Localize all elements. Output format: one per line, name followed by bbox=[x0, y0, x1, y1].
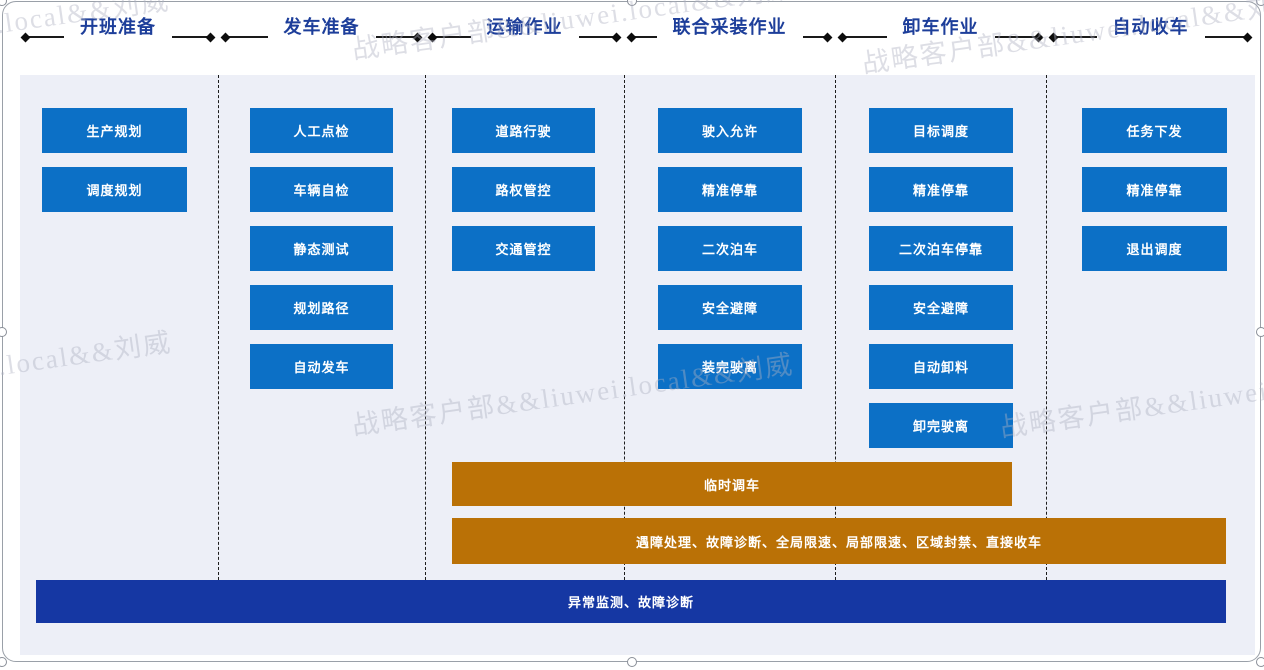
phase-title: 卸车作业 bbox=[902, 17, 979, 37]
temporary-dispatch-bar[interactable]: 临时调车 bbox=[452, 462, 1012, 506]
header-line bbox=[1057, 36, 1097, 38]
phase-header-shift-prep[interactable]: 开班准备 bbox=[18, 8, 218, 50]
phase-title: 运输作业 bbox=[486, 17, 563, 37]
diamond-icon bbox=[220, 32, 231, 42]
diamond-icon bbox=[20, 32, 31, 42]
phase-title: 开班准备 bbox=[80, 17, 156, 37]
resize-handle[interactable] bbox=[1256, 327, 1264, 337]
column-separator bbox=[1046, 75, 1047, 580]
header-line bbox=[846, 36, 887, 38]
task-box[interactable]: 任务下发 bbox=[1082, 108, 1227, 153]
diamond-icon bbox=[626, 32, 637, 42]
resize-handle[interactable] bbox=[0, 0, 7, 6]
resize-handle[interactable] bbox=[0, 657, 7, 667]
phase-title: 联合采装作业 bbox=[672, 17, 787, 37]
header-line bbox=[29, 36, 64, 38]
diamond-icon bbox=[611, 32, 622, 42]
column-separator bbox=[218, 75, 219, 580]
task-box[interactable]: 人工点检 bbox=[250, 108, 393, 153]
exception-handling-bar[interactable]: 遇障处理、故障诊断、全局限速、局部限速、区域封禁、直接收车 bbox=[452, 518, 1226, 564]
task-box[interactable]: 精准停靠 bbox=[658, 167, 802, 212]
header-line bbox=[229, 36, 268, 38]
diamond-icon bbox=[837, 32, 848, 42]
task-box[interactable]: 二次泊车停靠 bbox=[869, 226, 1013, 271]
resize-handle[interactable] bbox=[1256, 657, 1264, 667]
task-box[interactable]: 路权管控 bbox=[452, 167, 595, 212]
header-line bbox=[578, 36, 613, 38]
task-box[interactable]: 二次泊车 bbox=[658, 226, 802, 271]
column-separator bbox=[425, 75, 426, 580]
task-box[interactable]: 卸完驶离 bbox=[869, 403, 1013, 448]
phase-header-unloading[interactable]: 卸车作业 bbox=[835, 8, 1046, 50]
diagram-canvas bbox=[20, 75, 1255, 655]
diamond-icon bbox=[1033, 32, 1044, 42]
task-box[interactable]: 调度规划 bbox=[42, 167, 187, 212]
monitoring-diagnosis-bar[interactable]: 异常监测、故障诊断 bbox=[36, 580, 1226, 623]
task-box[interactable]: 车辆自检 bbox=[250, 167, 393, 212]
task-box[interactable]: 精准停靠 bbox=[1082, 167, 1227, 212]
header-line bbox=[375, 36, 414, 38]
task-box[interactable]: 静态测试 bbox=[250, 226, 393, 271]
header-line bbox=[436, 36, 471, 38]
header-line bbox=[172, 36, 207, 38]
header-line bbox=[1204, 36, 1244, 38]
resize-handle[interactable] bbox=[0, 327, 7, 337]
header-line bbox=[635, 36, 657, 38]
phase-header-transport[interactable]: 运输作业 bbox=[425, 8, 624, 50]
task-box[interactable]: 自动卸料 bbox=[869, 344, 1013, 389]
task-box[interactable]: 退出调度 bbox=[1082, 226, 1227, 271]
task-box[interactable]: 交通管控 bbox=[452, 226, 595, 271]
resize-handle[interactable] bbox=[1256, 0, 1264, 6]
diamond-icon bbox=[822, 32, 833, 42]
phase-title: 自动收车 bbox=[1112, 17, 1189, 37]
task-box[interactable]: 安全避障 bbox=[658, 285, 802, 330]
column-separator bbox=[624, 75, 625, 580]
phase-header-auto-return[interactable]: 自动收车 bbox=[1046, 8, 1255, 50]
diamond-icon bbox=[1048, 32, 1059, 42]
task-box[interactable]: 精准停靠 bbox=[869, 167, 1013, 212]
resize-handle[interactable] bbox=[627, 0, 637, 6]
diamond-icon bbox=[427, 32, 438, 42]
diamond-icon bbox=[412, 32, 423, 42]
resize-handle[interactable] bbox=[627, 657, 637, 667]
column-separator bbox=[835, 75, 836, 580]
diamond-icon bbox=[205, 32, 216, 42]
phase-title: 发车准备 bbox=[283, 17, 360, 37]
diamond-icon bbox=[1242, 32, 1253, 42]
task-box[interactable]: 装完驶离 bbox=[658, 344, 802, 389]
phase-header-departure-prep[interactable]: 发车准备 bbox=[218, 8, 425, 50]
task-box[interactable]: 生产规划 bbox=[42, 108, 187, 153]
task-box[interactable]: 驶入允许 bbox=[658, 108, 802, 153]
phase-header-loading[interactable]: 联合采装作业 bbox=[624, 8, 835, 50]
task-box[interactable]: 目标调度 bbox=[869, 108, 1013, 153]
header-line bbox=[994, 36, 1035, 38]
task-box[interactable]: 道路行驶 bbox=[452, 108, 595, 153]
task-box[interactable]: 自动发车 bbox=[250, 344, 393, 389]
task-box[interactable]: 安全避障 bbox=[869, 285, 1013, 330]
header-line bbox=[802, 36, 824, 38]
task-box[interactable]: 规划路径 bbox=[250, 285, 393, 330]
